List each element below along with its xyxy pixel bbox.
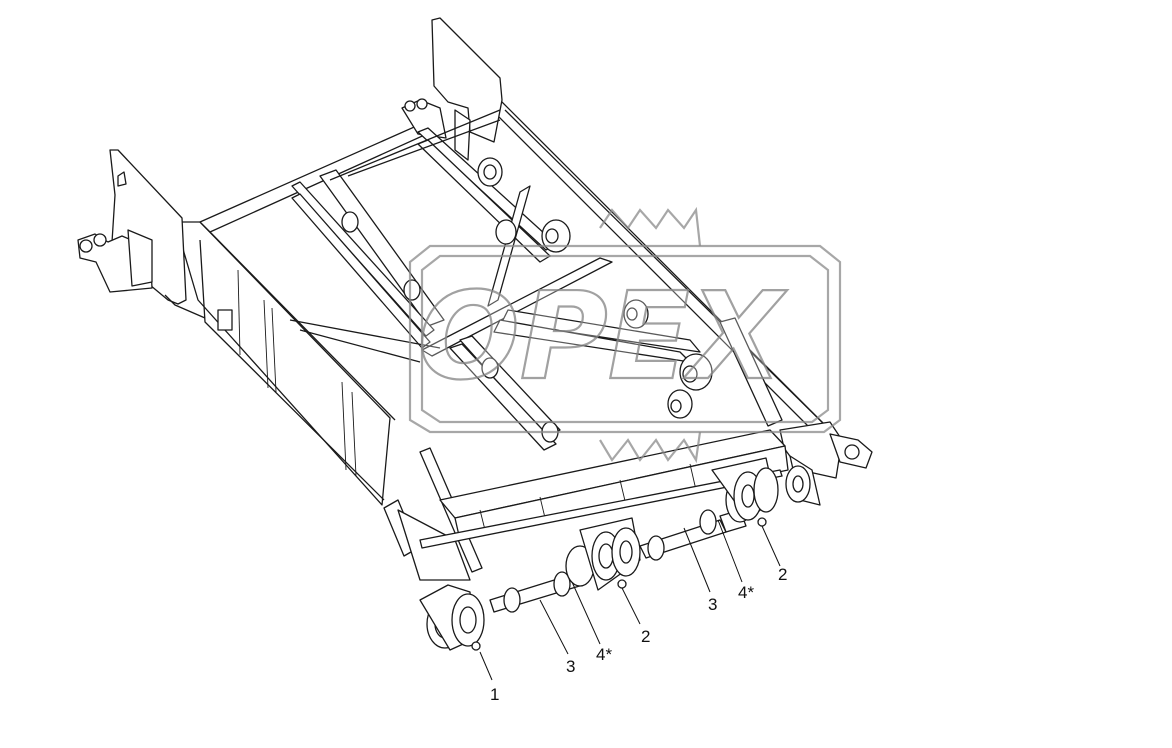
bearing-unit-mid: [565, 517, 641, 591]
leader-lines: [479, 519, 781, 681]
callout-4-right: 4*: [738, 583, 754, 602]
roller-set: [341, 157, 713, 443]
callouts: 1 3 4* 2 3 4* 2: [490, 565, 787, 704]
frame: [77, 17, 873, 581]
shaft-assembly: [419, 457, 811, 651]
callout-4-left: 4*: [596, 645, 612, 664]
watermark-text: OPEX: [418, 268, 788, 407]
bearing-unit-right: [711, 457, 811, 527]
watermark-logo: OPEX: [408, 206, 842, 464]
callout-2-left: 2: [641, 627, 650, 646]
callout-3-right: 3: [708, 595, 717, 614]
callout-2-right: 2: [778, 565, 787, 584]
callout-3-left: 3: [566, 657, 575, 676]
callout-1: 1: [490, 685, 499, 704]
sprocket-1: [451, 593, 485, 651]
